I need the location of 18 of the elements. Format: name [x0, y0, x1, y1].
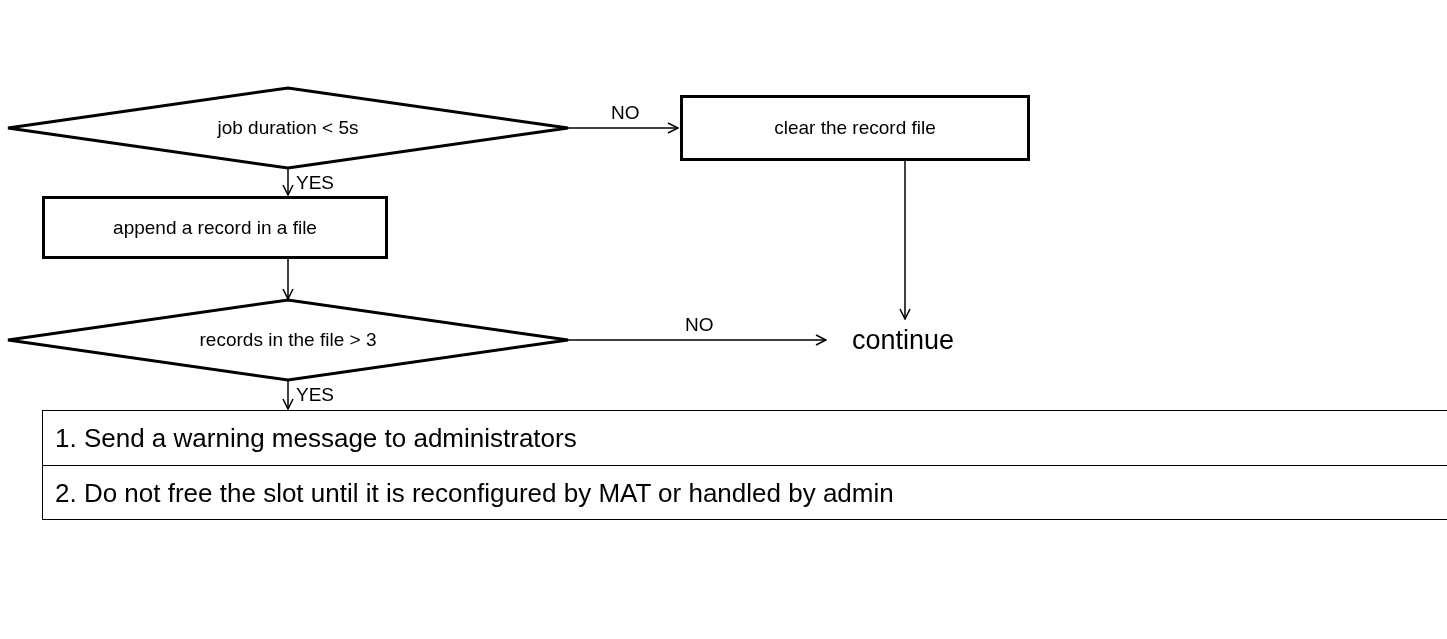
action-item: 1. Send a warning message to administrators: [54, 422, 578, 455]
arrow: [282, 379, 294, 410]
node-label: job duration < 5s: [217, 117, 359, 139]
process-box: [42, 196, 388, 259]
node-label: append a record in a file: [113, 216, 317, 239]
arrow: [282, 258, 294, 300]
arrow: [567, 122, 679, 134]
arrow: [282, 167, 294, 196]
process-box: [680, 95, 1030, 161]
decision-diamond: [8, 88, 568, 168]
decision-diamond: [8, 300, 568, 380]
action-item: 2. Do not free the slot until it is reconfigured by MAT or handled by admin: [43, 465, 1447, 519]
terminal-label: continue: [851, 324, 955, 356]
node-label: clear the record file: [774, 117, 936, 139]
arrow: [899, 160, 911, 320]
arrow: [567, 334, 827, 346]
action-list-box: [42, 410, 1447, 520]
node-label: records in the file > 3: [199, 329, 377, 351]
